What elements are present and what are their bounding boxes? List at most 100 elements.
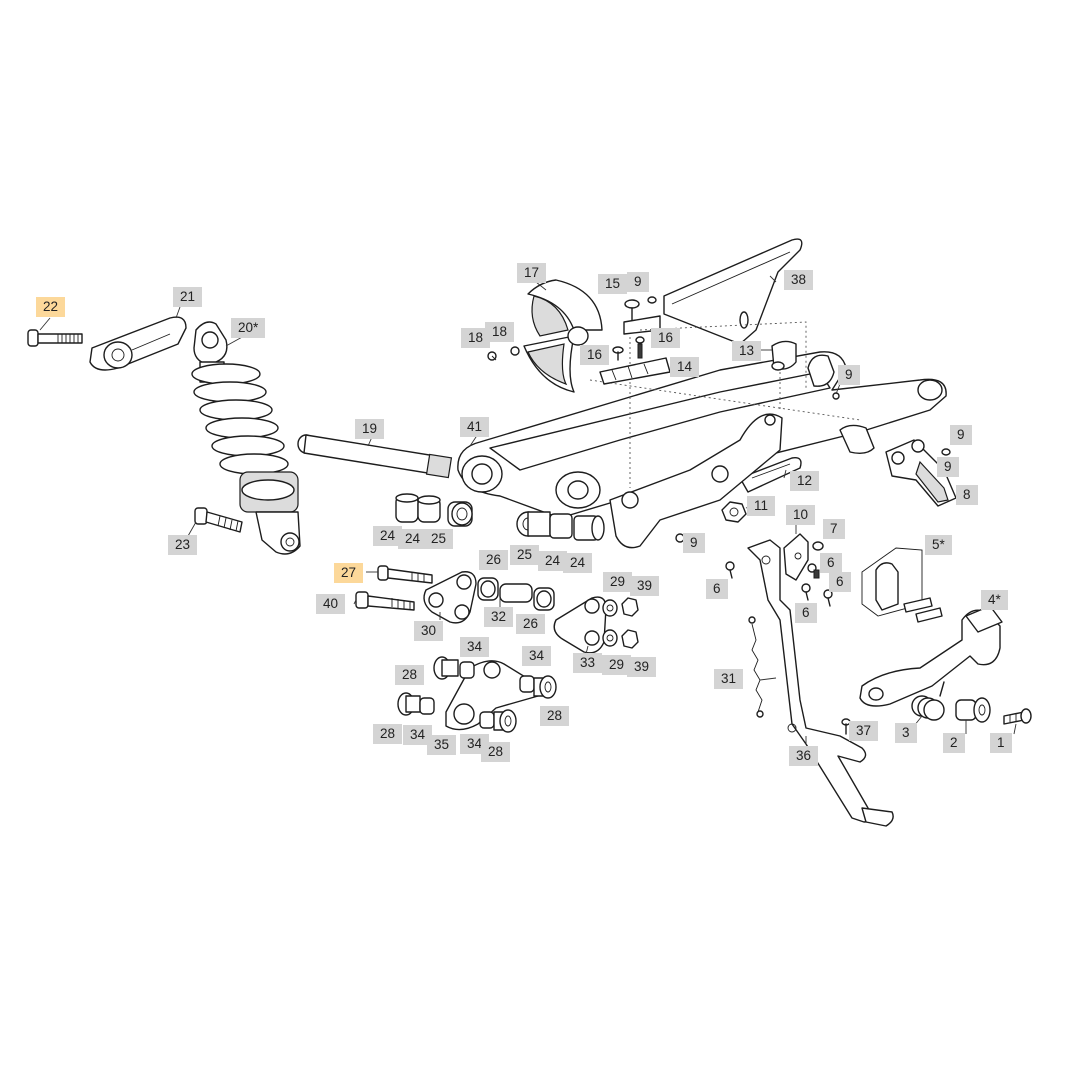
part-25-bushing-a[interactable] — [447, 501, 473, 527]
callout-16-a[interactable]: 16 — [651, 328, 681, 348]
callout-25-a[interactable]: 25 — [424, 529, 454, 549]
callout-31[interactable]: 31 — [714, 669, 744, 689]
callout-6-d[interactable]: 6 — [795, 603, 817, 623]
callout-24-a[interactable]: 24 — [373, 526, 403, 546]
part-25-bushing-b[interactable] — [516, 511, 551, 537]
callout-26-b[interactable]: 26 — [516, 614, 546, 634]
part-33-linkage-arm[interactable] — [553, 596, 607, 654]
part-24-bearing-b[interactable] — [417, 495, 441, 523]
part-34-bearing-c[interactable] — [419, 697, 435, 715]
callout-9-a[interactable]: 9 — [627, 272, 649, 292]
part-27-bolt[interactable] — [377, 565, 433, 584]
part-16-screw-a[interactable] — [612, 346, 624, 361]
callout-36[interactable]: 36 — [789, 746, 819, 766]
part-11-nut[interactable] — [721, 501, 753, 523]
part-36-side-stand[interactable] — [747, 539, 894, 827]
part-19-swingarm-axle[interactable] — [297, 434, 453, 479]
callout-21[interactable]: 21 — [173, 287, 203, 307]
callout-7[interactable]: 7 — [823, 519, 845, 539]
callout-24-d[interactable]: 24 — [563, 553, 593, 573]
part-12-chain-guide[interactable] — [739, 457, 802, 493]
part-10-stand-bracket[interactable] — [783, 533, 809, 581]
callout-28-b[interactable]: 28 — [540, 706, 570, 726]
part-29-washer-a[interactable] — [602, 599, 618, 617]
callout-41[interactable]: 41 — [460, 417, 490, 437]
callout-4[interactable]: 4* — [981, 590, 1008, 610]
part-41-swingarm[interactable] — [457, 322, 947, 519]
callout-35[interactable]: 35 — [427, 735, 457, 755]
callout-32[interactable]: 32 — [484, 607, 514, 627]
part-9-screw-b[interactable] — [832, 383, 841, 400]
callout-9-e[interactable]: 9 — [683, 533, 705, 553]
part-6-screw-a[interactable] — [725, 561, 735, 579]
callout-11[interactable]: 11 — [747, 496, 776, 516]
callout-10[interactable]: 10 — [786, 505, 816, 525]
callout-9-d[interactable]: 9 — [937, 457, 959, 477]
callout-22[interactable]: 22 — [36, 297, 66, 317]
callout-8[interactable]: 8 — [956, 485, 978, 505]
part-21-link-bracket[interactable] — [89, 306, 187, 371]
part-28-bushing-a[interactable] — [433, 656, 459, 680]
part-18-screw-b[interactable] — [510, 346, 520, 356]
part-30-linkage-plate[interactable] — [423, 571, 477, 624]
part-18-screw-a[interactable] — [487, 351, 497, 361]
part-32-spacer[interactable] — [499, 583, 533, 603]
callout-17[interactable]: 17 — [517, 263, 547, 283]
callout-34-b[interactable]: 34 — [522, 646, 552, 666]
part-39-nut-b[interactable] — [621, 629, 639, 649]
callout-38[interactable]: 38 — [784, 270, 814, 290]
callout-24-b[interactable]: 24 — [398, 529, 428, 549]
part-6-screw-b[interactable] — [807, 563, 820, 579]
callout-9-c[interactable]: 9 — [950, 425, 972, 445]
part-39-nut-a[interactable] — [621, 597, 639, 617]
part-26-bearing-a[interactable] — [477, 577, 499, 601]
part-6-screw-d[interactable] — [801, 583, 811, 601]
callout-12[interactable]: 12 — [790, 471, 820, 491]
part-24-bearing-c[interactable] — [549, 513, 573, 539]
callout-28-d[interactable]: 28 — [481, 742, 511, 762]
callout-37[interactable]: 37 — [849, 721, 879, 741]
part-29-washer-b[interactable] — [602, 629, 618, 647]
part-28-bushing-d[interactable] — [493, 709, 517, 733]
part-40-bolt[interactable] — [355, 591, 415, 611]
callout-39-a[interactable]: 39 — [630, 576, 660, 596]
callout-18-a[interactable]: 18 — [461, 328, 491, 348]
callout-6-a[interactable]: 6 — [820, 553, 842, 573]
callout-2[interactable]: 2 — [943, 733, 965, 753]
callout-28-c[interactable]: 28 — [373, 724, 403, 744]
part-5-frame-protector[interactable] — [861, 547, 943, 623]
part-8-chain-tensioner[interactable] — [885, 439, 957, 507]
part-23-bolt[interactable] — [187, 507, 243, 537]
callout-30[interactable]: 30 — [414, 621, 444, 641]
callout-28-a[interactable]: 28 — [395, 665, 425, 685]
callout-20[interactable]: 20* — [231, 318, 266, 338]
part-20-shock-absorber[interactable] — [191, 321, 301, 555]
callout-6-b[interactable]: 6 — [829, 572, 851, 592]
callout-5[interactable]: 5* — [925, 535, 952, 555]
part-22-bolt[interactable] — [27, 329, 83, 347]
callout-18-b[interactable]: 18 — [485, 322, 515, 342]
part-6-screw-c[interactable] — [823, 589, 833, 607]
callout-29-a[interactable]: 29 — [603, 572, 633, 592]
callout-19[interactable]: 19 — [355, 419, 385, 439]
callout-40[interactable]: 40 — [316, 594, 346, 614]
part-1-bolt[interactable] — [1003, 708, 1032, 725]
callout-3[interactable]: 3 — [895, 723, 917, 743]
part-28-bushing-c[interactable] — [397, 692, 421, 716]
part-9-screw-c[interactable] — [941, 448, 951, 456]
callout-33[interactable]: 33 — [573, 653, 603, 673]
callout-6-c[interactable]: 6 — [706, 579, 728, 599]
part-34-bearing-a[interactable] — [459, 661, 475, 679]
callout-1[interactable]: 1 — [990, 733, 1012, 753]
callout-27[interactable]: 27 — [334, 563, 364, 583]
part-31-stand-spring[interactable] — [748, 616, 764, 718]
part-24-bearing-d[interactable] — [573, 515, 605, 541]
part-16-screw-b[interactable] — [635, 336, 645, 359]
part-26-bearing-b[interactable] — [533, 587, 555, 611]
part-28-bushing-b[interactable] — [533, 675, 557, 699]
callout-9-b[interactable]: 9 — [838, 365, 860, 385]
callout-24-c[interactable]: 24 — [538, 551, 568, 571]
part-chain-slider-lower[interactable] — [609, 413, 783, 549]
callout-34-a[interactable]: 34 — [460, 637, 490, 657]
callout-13[interactable]: 13 — [732, 341, 762, 361]
